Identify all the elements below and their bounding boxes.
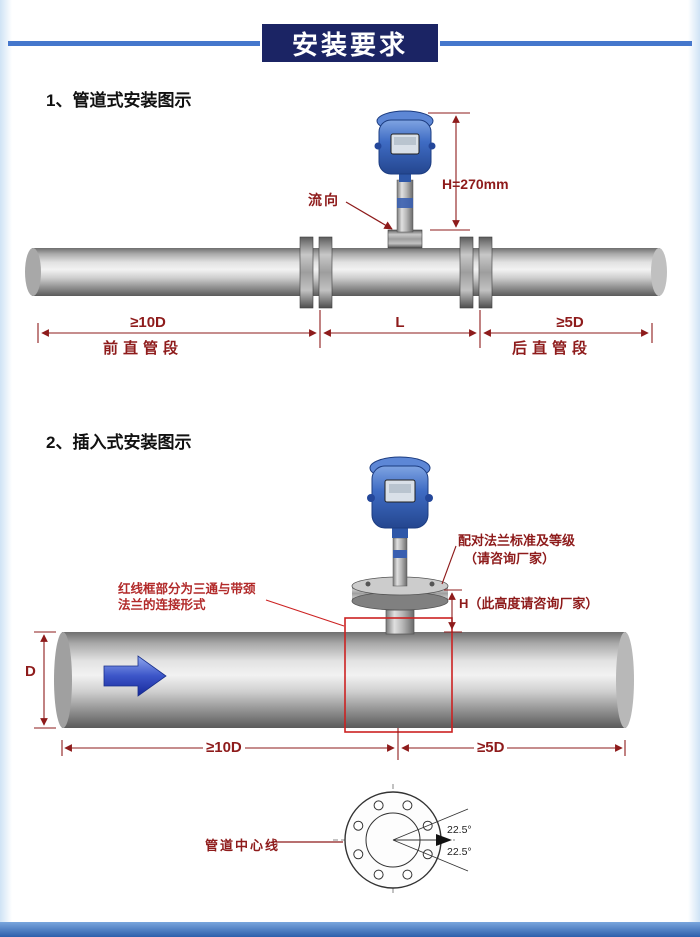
pipe-section1 [25,248,667,296]
page-title: 安装要求 [262,24,438,62]
redbox-note-line2: 法兰的连接形式 [118,598,206,612]
flow-direction-leader [345,201,393,230]
straight-run-dimensions [37,310,653,348]
flowmeter-insertion [351,456,449,635]
section1-heading: 1、管道式安装图示 [46,91,192,110]
left-edge-tint [0,0,12,937]
right-edge-tint [688,0,700,937]
dim-rear-value: ≥5D [556,314,584,331]
flow-direction-label: 流向 [308,192,340,208]
flange-note-leader [441,545,457,585]
redbox-note-leader [265,599,345,627]
flowmeter-inline [374,110,436,249]
angle-upper-label: 22.5° [447,824,472,836]
dim-rear-caption: 后直管段 [512,340,593,357]
section2-heading: 2、插入式安装图示 [46,433,192,452]
dim-rear-value-2: ≥5D [474,739,508,756]
flange-note-line2: （请咨询厂家） [464,551,556,566]
dim-diameter-value: D [25,663,36,680]
insertion-installation-diagram [34,456,634,896]
dim-front-caption: 前直管段 [103,340,184,357]
pipeline-installation-diagram [25,110,667,348]
header-rule-right [440,41,692,46]
height-dim-label: H=270mm [442,176,509,192]
height-dimension [428,112,470,231]
insertion-height-dimension [444,589,462,633]
flange-pair-left [299,236,333,309]
flange-end-view [276,784,469,896]
centerline-label: 管道中心线 [205,838,281,853]
straight-run-dimensions-2 [61,728,626,760]
footer-bar [0,922,700,937]
redbox-note-line1: 红线框部分为三通与带颈 [118,582,256,596]
bolt-offset-arrow [436,834,452,846]
dim-front-value-2: ≥10D [203,739,245,756]
header-rule-left [8,41,260,46]
dim-middle-value: L [395,314,405,331]
flow-arrow [103,655,167,697]
angle-lower-label: 22.5° [447,846,472,858]
flange-note-line1: 配对法兰标准及等级 [458,533,576,548]
dim-front-value: ≥10D [130,314,166,331]
pipe-section2 [54,632,634,728]
insertion-height-note: H（此高度请咨询厂家） [459,596,599,611]
flange-pair-right [459,236,493,309]
diameter-dimension [34,631,56,729]
